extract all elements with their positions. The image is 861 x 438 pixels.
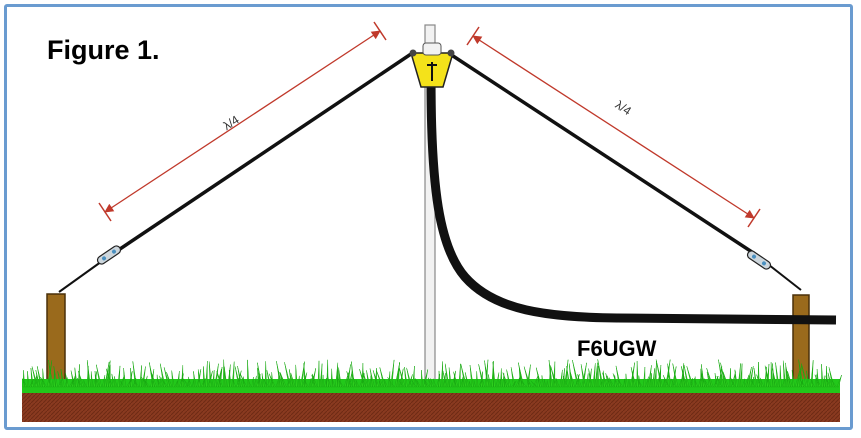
left-dimension-tick-low — [98, 202, 112, 222]
left-element-label: λ/4 — [221, 112, 242, 133]
soil — [22, 392, 840, 422]
right-element-label: λ/4 — [613, 98, 634, 119]
left-antenna-wire — [104, 52, 412, 261]
figure-frame: Figure 1. λ/4 λ/4 F6UGW — [4, 4, 853, 430]
center-insulator-hub — [409, 42, 455, 88]
left-guy-rope — [58, 258, 106, 293]
inverted-v-dipole-diagram: Figure 1. λ/4 λ/4 F6UGW — [22, 21, 842, 422]
right-end-insulator — [746, 250, 772, 270]
left-dimension-arrow — [104, 30, 381, 213]
right-dimension-arrow — [472, 35, 755, 219]
figure-title: Figure 1. — [47, 35, 160, 65]
left-end-insulator — [96, 245, 122, 265]
right-dimension-tick-low — [747, 208, 761, 228]
grass — [22, 359, 842, 393]
right-dimension-tick-high — [466, 26, 480, 46]
coax-feedline — [426, 78, 837, 325]
callsign-label: F6UGW — [577, 336, 657, 361]
left-dimension-tick-high — [373, 21, 387, 41]
right-antenna-wire — [449, 52, 756, 256]
